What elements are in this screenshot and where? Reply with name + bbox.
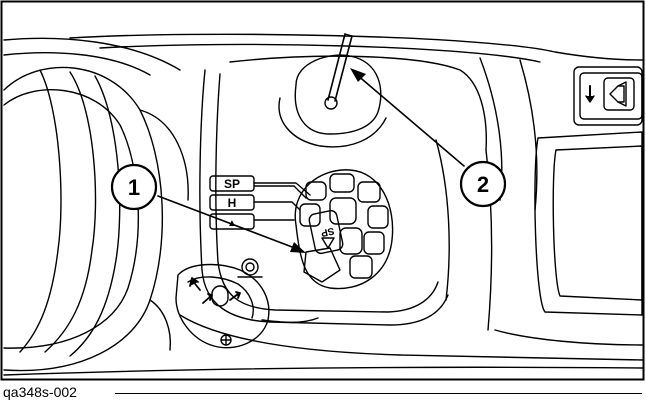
switch-label: SP (320, 225, 336, 239)
callout-1-circle (110, 163, 158, 211)
figure-caption: qa348s-002 (3, 384, 77, 400)
callout-2-circle (459, 160, 507, 208)
mode-plate-low (209, 213, 255, 230)
throttle-lever (278, 33, 387, 148)
display-screen (534, 131, 643, 316)
caption-rule (115, 393, 642, 394)
callout-2-leader (355, 73, 465, 167)
mode-label-low: ▲ (227, 218, 237, 229)
callout-2-arrowhead (350, 68, 366, 82)
mode-selector-dial (294, 169, 394, 290)
mode-label-sport: SP (224, 177, 240, 191)
direction-arrows-icon (189, 277, 241, 304)
callout-2-number: 2 (477, 172, 489, 197)
handlebar-grip (3, 37, 189, 372)
callout-1-arrowhead (290, 242, 306, 253)
sport-switch (303, 247, 341, 283)
callout-1-leader (157, 195, 301, 251)
horn-icon (609, 81, 627, 107)
console-body (3, 33, 643, 376)
reverse-control-housing (175, 263, 319, 349)
callout-1-number: 1 (128, 175, 140, 200)
horn-button-housing (573, 66, 643, 126)
mode-label-high: H (228, 196, 237, 210)
arrow-down-icon (585, 85, 595, 103)
